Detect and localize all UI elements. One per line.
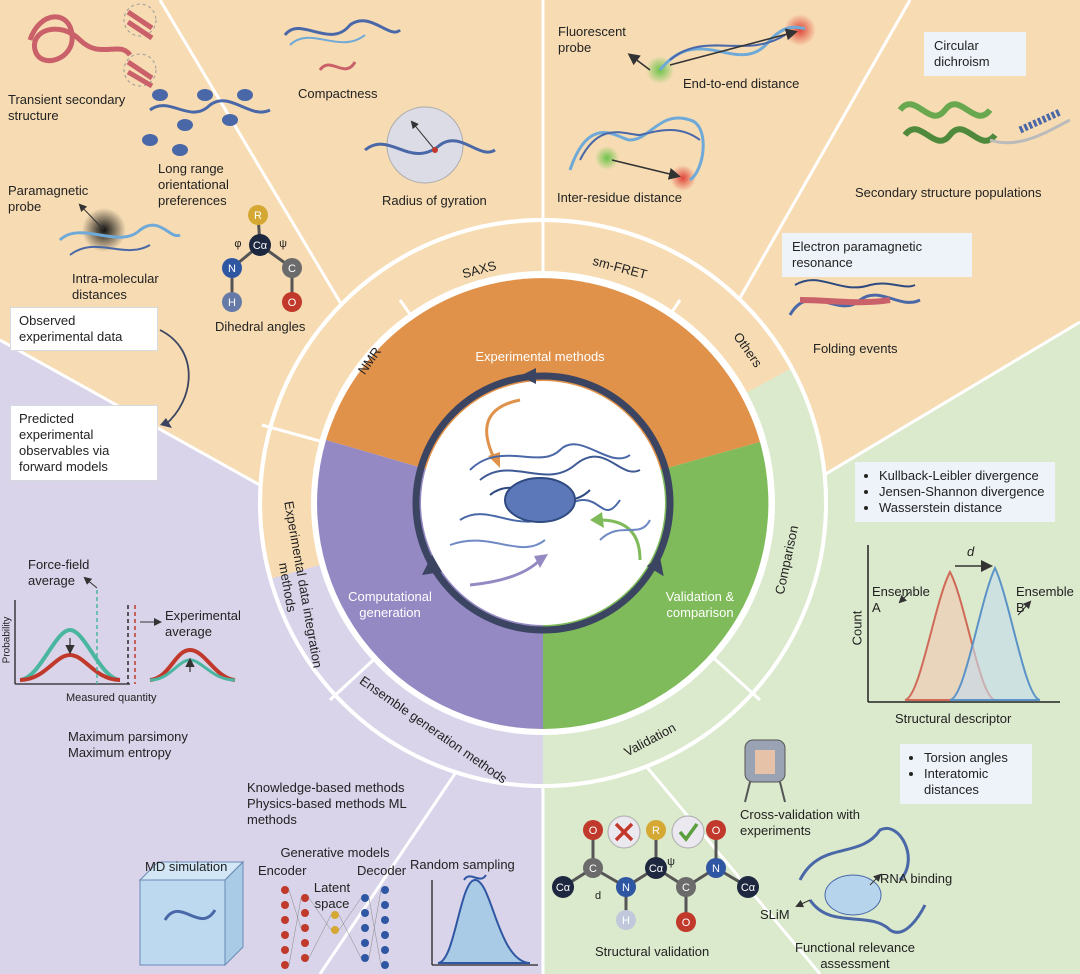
transient-structure-icon <box>27 3 157 89</box>
svg-text:O: O <box>682 917 691 929</box>
torsion-item: Interatomic distances <box>924 766 1022 798</box>
descriptor-plot <box>867 545 1060 703</box>
svg-text:φ: φ <box>234 238 241 250</box>
svg-text:ψ: ψ <box>667 856 675 868</box>
svg-text:Cα: Cα <box>253 240 268 252</box>
svg-text:N: N <box>228 263 236 275</box>
label-functional: Functional relevance assessment <box>795 940 915 971</box>
axis-structural-descriptor: Structural descriptor <box>895 711 1012 726</box>
label-ensemble-b: Ensemble B <box>1016 584 1074 615</box>
ensemble-structure <box>449 443 651 549</box>
dihedral-icon: R Cα N C H O φ ψ <box>222 205 302 312</box>
svg-text:O: O <box>712 825 721 837</box>
fret-end-icon <box>627 14 816 84</box>
label-encoder: Encoder <box>258 863 307 878</box>
box-observed: Observed experimental data <box>10 307 158 351</box>
label-compactness: Compactness <box>298 86 378 101</box>
svg-text:Cα: Cα <box>741 882 756 894</box>
svg-text:Cα: Cα <box>556 882 571 894</box>
box-divergences: Kullback-Leibler divergence Jensen-Shann… <box>855 462 1055 522</box>
divergence-item: Jensen-Shannon divergence <box>879 484 1045 500</box>
label-methods: Knowledge-based methods Physics-based me… <box>247 780 407 827</box>
svg-text:O: O <box>589 825 598 837</box>
svg-text:d: d <box>595 890 601 902</box>
functional-icon <box>795 826 927 934</box>
label-random: Random sampling <box>410 857 515 872</box>
label-maxparsimony: Maximum parsimony Maximum entropy <box>68 729 188 760</box>
svg-text:H: H <box>622 915 630 927</box>
label-decoder: Decoder <box>357 863 407 878</box>
label-structural-validation: Structural validation <box>595 944 710 959</box>
label-paramagnetic: Paramagnetic probe <box>8 183 89 214</box>
svg-text:N: N <box>712 863 720 875</box>
sampling-icon <box>431 874 538 966</box>
segment-title-validation: Validation & comparison <box>665 589 735 620</box>
svg-text:N: N <box>622 882 630 894</box>
svg-text:O: O <box>288 297 297 309</box>
label-longrange: Long range orientational preferences <box>158 161 229 208</box>
autoencoder-icon <box>281 886 389 969</box>
svg-text:H: H <box>228 297 236 309</box>
svg-text:Cα: Cα <box>649 863 664 875</box>
folding-icon <box>788 279 921 316</box>
gyration-icon <box>364 106 496 184</box>
cycle-ring <box>412 372 674 634</box>
forcefield-plot <box>14 576 236 685</box>
axis-probability: Probability <box>1 616 13 664</box>
label-gyration: Radius of gyration <box>382 193 487 208</box>
svg-text:R: R <box>652 825 660 837</box>
label-folding: Folding events <box>813 341 898 356</box>
box-predicted: Predicted experimental observables via f… <box>10 405 158 481</box>
label-forcefield-avg: Force-field average <box>28 557 90 588</box>
fret-inter-icon <box>568 116 705 191</box>
label-generative: Generative models <box>280 845 390 860</box>
label-transient: Transient secondary structure <box>8 92 126 123</box>
label-latent: Latent space <box>313 880 351 911</box>
label-interresidue: Inter-residue distance <box>557 190 683 205</box>
svg-text:R: R <box>254 210 262 222</box>
paramagnetic-icon <box>58 203 181 256</box>
label-rna: RNA binding <box>880 871 953 886</box>
box-torsion: Torsion angles Interatomic distances <box>900 744 1032 804</box>
label-slim: SLiM <box>760 907 790 922</box>
svg-text:ψ: ψ <box>279 238 287 250</box>
label-experimental-avg: Experimental average <box>165 608 241 639</box>
cd-helix-icon <box>897 101 1071 145</box>
validation-molecule-icon: Cα C O N H Cα R C O N O Cα d ψ <box>552 815 759 932</box>
segment-title-experimental: Experimental methods <box>475 349 605 364</box>
svg-text:C: C <box>589 863 597 875</box>
label-crossval: Cross-validation with experiments <box>740 807 860 838</box>
divergence-item: Wasserstein distance <box>879 500 1045 516</box>
svg-text:C: C <box>682 882 690 894</box>
label-intramolecular: Intra-molecular distances <box>72 271 159 302</box>
label-ensemble-a: Ensemble A <box>872 584 930 615</box>
orientation-icon <box>142 89 271 156</box>
label-md: MD simulation <box>145 859 228 874</box>
divergence-item: Kullback-Leibler divergence <box>879 468 1045 484</box>
label-secondary-pop: Secondary structure populations <box>855 185 1042 200</box>
svg-text:C: C <box>288 263 296 275</box>
label-endtoend: End-to-end distance <box>683 76 800 91</box>
box-cd: Circular dichroism <box>924 32 1026 76</box>
compactness-icon <box>283 19 402 71</box>
box-epr: Electron paramagnetic resonance <box>782 233 972 277</box>
axis-measured: Measured quantity <box>66 692 157 704</box>
segment-title-computational: Computational generation <box>348 589 432 620</box>
torsion-item: Torsion angles <box>924 750 1022 766</box>
label-d: d <box>967 544 975 559</box>
bg-computational <box>0 340 543 974</box>
instrument-icon <box>744 739 786 803</box>
label-dihedral: Dihedral angles <box>215 319 306 334</box>
md-cube-icon <box>138 860 245 967</box>
label-fluorescent: Fluorescent probe <box>558 24 626 55</box>
axis-count: Count <box>849 610 865 646</box>
